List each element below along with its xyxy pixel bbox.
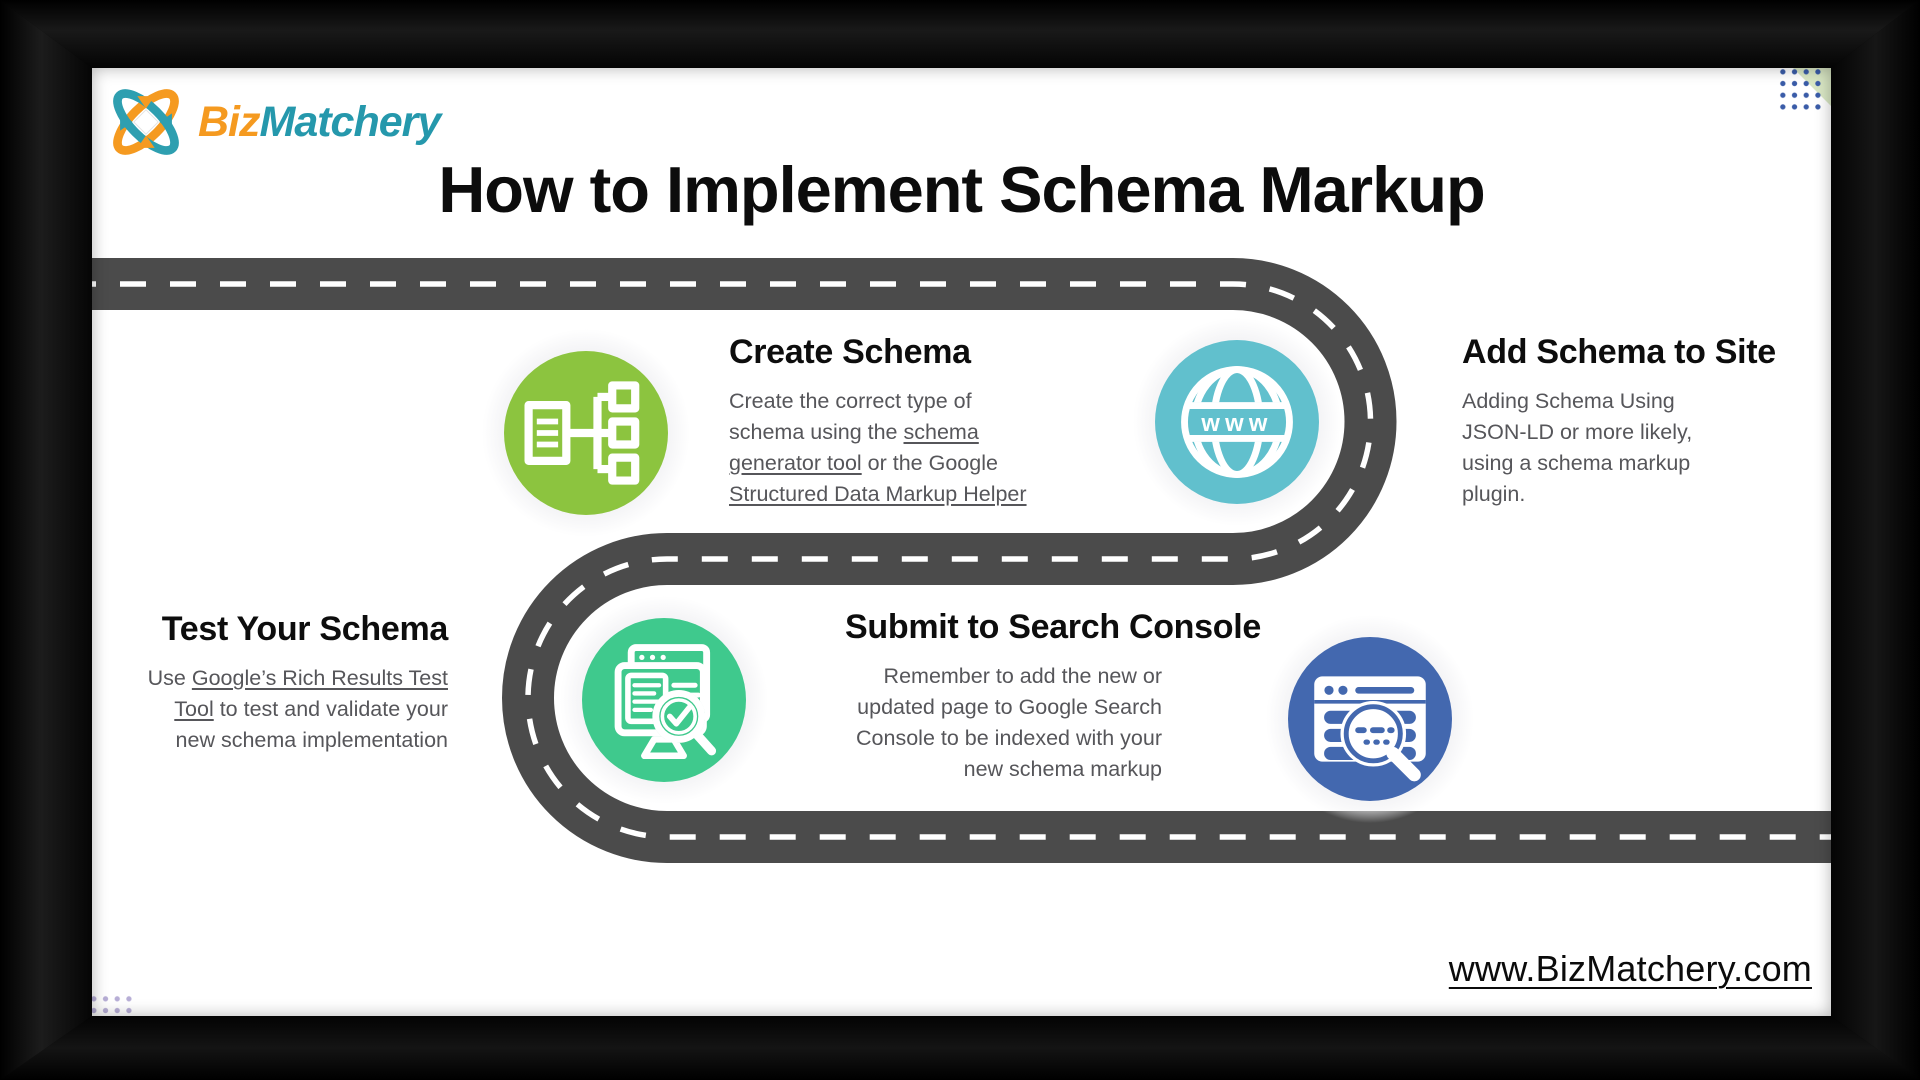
browser-search-icon xyxy=(1314,676,1426,782)
step-title: Add Schema to Site xyxy=(1462,333,1776,371)
step-submit-to-search-console: Submit to Search Console Remember to add… xyxy=(845,607,1273,785)
bizmatchery-logo-icon xyxy=(113,89,179,155)
inline-text: to test and validate your new schema imp… xyxy=(175,697,448,752)
step-badge-test-schema xyxy=(560,596,768,804)
step-test-your-schema: Test Your Schema Use Google’s Rich Resul… xyxy=(116,609,449,756)
brand-logo[interactable]: BizMatchery xyxy=(98,74,442,170)
step-title: Submit to Search Console xyxy=(845,608,1261,646)
dot-grid-bottom-left xyxy=(88,993,135,1040)
step-description: Adding Schema Using JSON-LD or more like… xyxy=(1462,386,1744,510)
step-add-schema-to-site: Add Schema to Site Adding Schema Using J… xyxy=(1462,332,1814,510)
inline-text: Use xyxy=(147,666,192,690)
step-description: Create the correct type of schema using … xyxy=(729,386,1044,510)
inline-text: or the Google xyxy=(861,451,998,475)
step-badge-submit-console xyxy=(1266,615,1474,823)
monitor-check-icon xyxy=(614,644,717,760)
brand-logo-text: BizMatchery xyxy=(198,97,442,146)
website-link[interactable]: www.BizMatchery.com xyxy=(1448,948,1812,989)
step-title: Create Schema xyxy=(729,333,971,371)
logo-text-biz: Biz xyxy=(198,97,260,146)
step-description: Use Google’s Rich Results Test Tool to t… xyxy=(146,663,448,756)
inline-text: Remember to add the new or updated page … xyxy=(856,664,1162,781)
badge-circle xyxy=(1155,340,1319,504)
page-title: How to Implement Schema Markup xyxy=(438,153,1485,226)
dot-grid-top-right xyxy=(1777,66,1824,113)
step-description: Remember to add the new or updated page … xyxy=(856,661,1162,785)
logo-text-matchery: Matchery xyxy=(259,97,442,146)
inline-text: Create the correct type of schema using … xyxy=(729,389,972,444)
inline-text: Adding Schema Using JSON-LD or more like… xyxy=(1462,389,1693,506)
sitemap-icon xyxy=(524,381,640,485)
step-badge-create-schema xyxy=(482,329,690,537)
step-title: Test Your Schema xyxy=(161,610,449,648)
step-badge-add-schema: www xyxy=(1133,318,1341,526)
road-center-dashes xyxy=(70,281,1850,840)
inline-link[interactable]: schema generator tool xyxy=(729,420,979,475)
inline-link[interactable]: Google’s Rich Results Test Tool xyxy=(174,666,448,721)
step-create-schema: Create Schema Create the correct type of… xyxy=(729,332,1059,510)
www-label: www xyxy=(1200,410,1272,437)
inline-link[interactable]: Structured Data Markup Helper xyxy=(729,482,1027,506)
